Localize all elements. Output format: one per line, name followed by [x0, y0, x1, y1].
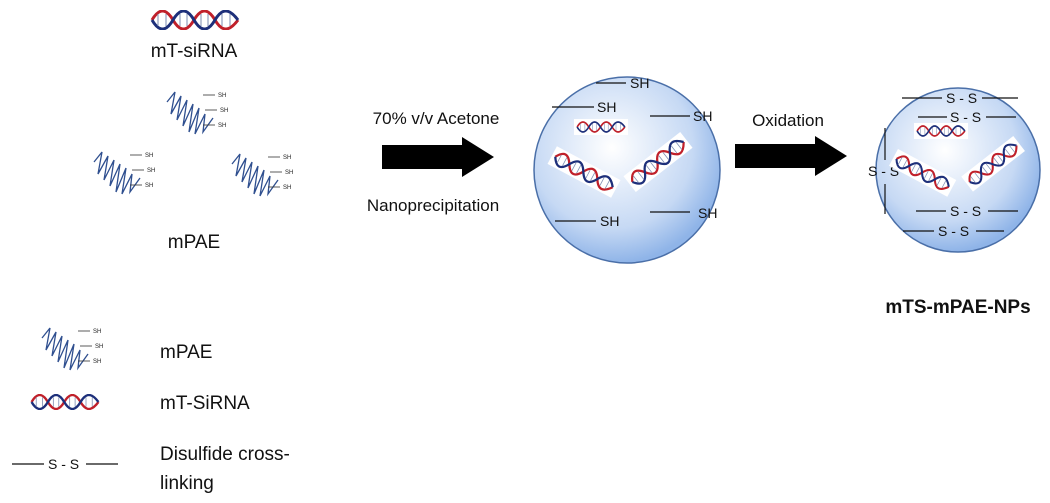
- polymer-coil-icon: [231, 153, 294, 197]
- thiol-label: SH: [630, 75, 649, 91]
- thiol-label: SH: [600, 213, 619, 229]
- disulfide-bond-label: S - S: [950, 109, 981, 125]
- step1-bottom-label: Nanoprecipitation: [367, 196, 499, 215]
- disulfide-bond-label: S - S: [950, 203, 981, 219]
- polymer-coil-icon: [41, 327, 104, 371]
- legend-sirna-label: mT-SiRNA: [160, 393, 250, 414]
- product-label: mTS-mPAE-NPs: [885, 297, 1030, 318]
- disulfide-bond-label: S - S: [946, 90, 977, 106]
- disulfide-bond-label: S - S: [938, 223, 969, 239]
- legend-polymer-label: mPAE: [160, 342, 212, 363]
- step1-reaction: 70% v/v Acetone Nanoprecipitation: [367, 109, 499, 215]
- thiol-label: SH: [693, 108, 712, 124]
- step2-reaction: Oxidation: [735, 111, 847, 176]
- legend-crosslink-label-line1: Disulfide cross-: [160, 444, 290, 465]
- polymer-coil-icon: [166, 91, 229, 135]
- sirna-helix-icon: [150, 10, 240, 30]
- sirna-helix-icon: [30, 394, 100, 410]
- polymer-coil-icon: [93, 151, 156, 195]
- thiol-label: SH: [597, 99, 616, 115]
- legend-crosslink-label-line2: linking: [160, 473, 214, 494]
- polymer-reagent-group: mPAE: [93, 91, 294, 253]
- step2-label: Oxidation: [752, 111, 824, 130]
- thiol-label: SH: [698, 205, 717, 221]
- legend: mPAE mT-SiRNA S - S Disulfide cross- lin…: [12, 327, 290, 494]
- sirna-reagent: mT-siRNA: [150, 10, 240, 62]
- product-nanoparticle: S - S S - S S - S S - S S - S mTS-mPAE-N…: [868, 87, 1041, 318]
- step2-arrow-icon: [735, 136, 847, 176]
- step1-arrow-icon: [382, 137, 494, 177]
- step1-top-label: 70% v/v Acetone: [373, 109, 500, 128]
- polymer-reagent-label: mPAE: [168, 232, 220, 253]
- legend-bond-label: S - S: [48, 456, 79, 472]
- intermediate-nanoparticle: SH SH SH SH SH: [533, 75, 721, 264]
- sirna-reagent-label: mT-siRNA: [151, 41, 238, 62]
